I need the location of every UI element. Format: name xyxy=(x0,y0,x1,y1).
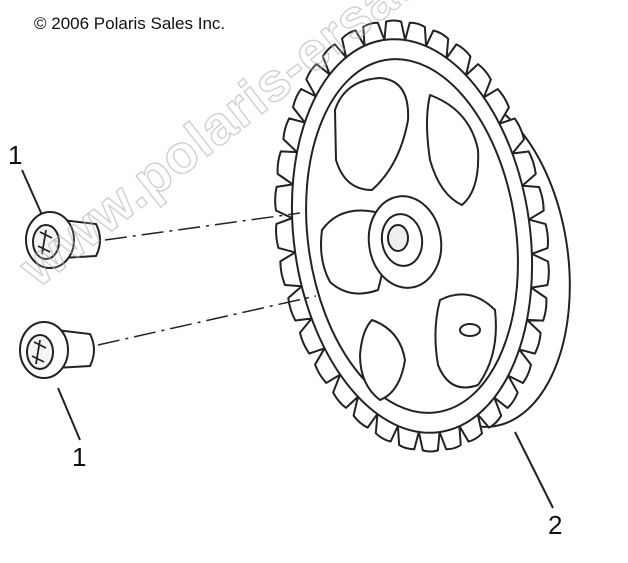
gear-icon xyxy=(274,19,571,453)
gear-spoke-window xyxy=(426,94,480,206)
leader-2 xyxy=(514,431,554,509)
callout-1-top: 1 xyxy=(8,140,23,170)
assembly-lines xyxy=(97,212,317,346)
gear-spoke-window xyxy=(434,293,497,389)
screw-icon xyxy=(25,211,101,269)
gear-spoke-window xyxy=(359,319,406,401)
leader-1-bottom xyxy=(57,387,81,441)
gear-bore xyxy=(387,224,409,252)
callout-leaders xyxy=(21,169,554,509)
callout-1-bottom: 1 xyxy=(72,442,87,472)
gear-pin xyxy=(459,323,481,337)
assembly-line-top xyxy=(104,212,301,241)
callout-2: 2 xyxy=(548,510,563,540)
gear-spoke-window xyxy=(334,77,410,191)
gear-spoke-window xyxy=(320,209,385,295)
leader-1-top xyxy=(21,169,43,216)
copyright-text: © 2006 Polaris Sales Inc. xyxy=(34,14,226,33)
screw-icon xyxy=(19,321,95,379)
assembly-line-bottom xyxy=(97,295,317,346)
